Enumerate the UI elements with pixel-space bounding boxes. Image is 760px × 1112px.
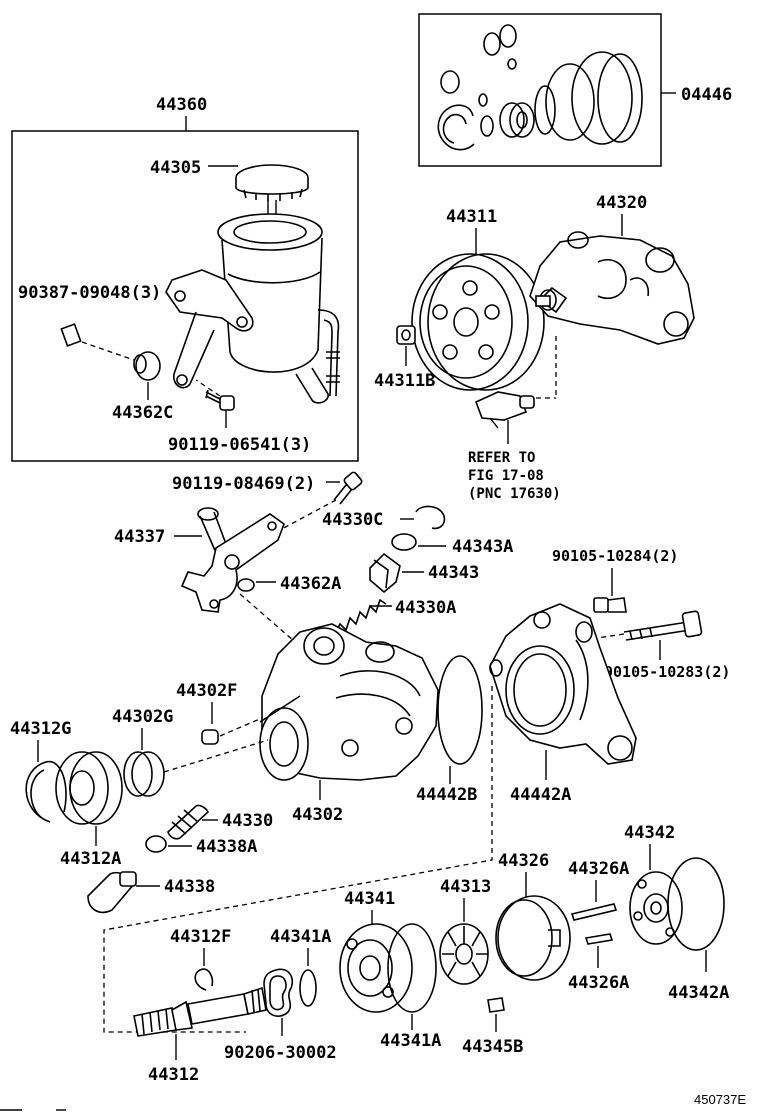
vane-44345b <box>487 997 505 1013</box>
label-44330a: 44330A <box>395 598 456 618</box>
label-44311b: 44311B <box>374 371 435 391</box>
stud-pin <box>60 323 82 347</box>
reservoir-cap <box>235 164 309 224</box>
label-44302g: 44302G <box>112 707 173 727</box>
label-44313: 44313 <box>440 877 491 897</box>
label-44341a-bottom: 44341A <box>380 1031 441 1051</box>
pulley-44311 <box>411 253 545 391</box>
o-ring-44343a <box>391 533 417 551</box>
snap-ring-44312g <box>25 761 67 823</box>
gasket-44341a <box>387 923 437 1013</box>
label-44360: 44360 <box>156 95 207 115</box>
label-44312a: 44312A <box>60 849 121 869</box>
reservoir-assembly-frame <box>11 130 359 462</box>
bracket-44337 <box>180 507 285 613</box>
label-44341a-top: 44341A <box>270 927 331 947</box>
label-44302f: 44302F <box>176 681 237 701</box>
pump-assembly-44320 <box>529 231 695 345</box>
o-ring-44362a <box>237 578 255 592</box>
label-44442a: 44442A <box>510 785 571 805</box>
label-04446: 04446 <box>681 85 732 105</box>
label-44345b: 44345B <box>462 1037 523 1057</box>
label-44362a: 44362A <box>280 574 341 594</box>
nut-44311b <box>396 325 416 345</box>
label-44326a-bottom: 44326A <box>568 973 629 993</box>
fitting-44338 <box>87 871 137 914</box>
gasket-44442b <box>437 655 483 765</box>
internal-parts-outline <box>103 686 493 1033</box>
o-ring-44338a <box>145 835 167 853</box>
seal-44302g <box>123 751 165 797</box>
label-90105-10284: 90105-10284(2) <box>552 547 678 565</box>
label-44442b: 44442B <box>416 785 477 805</box>
label-44343a: 44343A <box>452 537 513 557</box>
front-housing-44442a <box>489 603 637 765</box>
pressure-switch <box>474 391 535 429</box>
shaft-44312 <box>133 986 267 1037</box>
refer-note-line1: REFER TO <box>468 450 535 466</box>
label-44330: 44330 <box>222 811 273 831</box>
label-44362c: 44362C <box>112 403 173 423</box>
label-44320: 44320 <box>596 193 647 213</box>
bolt-90119-06541 <box>205 389 235 411</box>
label-44305: 44305 <box>150 158 201 178</box>
label-44338: 44338 <box>164 877 215 897</box>
label-44343: 44343 <box>428 563 479 583</box>
seal-kit-parts <box>437 24 643 151</box>
label-44326: 44326 <box>498 851 549 871</box>
label-44312: 44312 <box>148 1065 199 1085</box>
snap-ring-44312f <box>194 968 214 991</box>
label-90387-09048: 90387-09048(3) <box>18 283 161 303</box>
grommet-44362c <box>133 351 161 381</box>
gasket-44342a <box>667 857 725 951</box>
refer-note-line3: (PNC 17630) <box>468 486 561 502</box>
seal-kit-frame <box>418 13 662 167</box>
label-90119-08469: 90119-08469(2) <box>172 474 315 494</box>
label-44338a: 44338A <box>196 837 257 857</box>
label-44342: 44342 <box>624 823 675 843</box>
rotor-44313 <box>439 923 489 985</box>
figure-id: 450737E <box>694 1092 746 1107</box>
label-44341: 44341 <box>344 889 395 909</box>
label-90206-30002: 90206-30002 <box>224 1043 337 1063</box>
bearing-44312a <box>55 751 123 825</box>
pin-44326a-top <box>570 903 618 921</box>
bolt-90119-08469 <box>333 471 363 505</box>
label-44342a: 44342A <box>668 983 729 1003</box>
label-44312g: 44312G <box>10 719 71 739</box>
label-90119-06541: 90119-06541(3) <box>168 435 311 455</box>
label-44337: 44337 <box>114 527 165 547</box>
label-44302: 44302 <box>292 805 343 825</box>
pin-44326a-bottom <box>584 933 614 945</box>
side-plate-44341 <box>339 923 413 1013</box>
union-44343 <box>369 552 401 594</box>
bolt-90105-10284 <box>593 597 627 613</box>
reservoir-tank <box>217 213 340 404</box>
housing-44302 <box>259 623 439 781</box>
cam-ring-44326 <box>495 895 571 981</box>
plug-44302f <box>201 729 219 745</box>
label-44311: 44311 <box>446 207 497 227</box>
bolt-90105-10283 <box>623 610 703 641</box>
label-44326a-top: 44326A <box>568 859 629 879</box>
refer-note-line2: FIG 17-08 <box>468 468 544 484</box>
label-44312f: 44312F <box>170 927 231 947</box>
label-90105-10283: 90105-10283(2) <box>604 663 730 681</box>
seal-90206-30002 <box>263 968 294 1017</box>
reservoir-bracket <box>165 269 254 389</box>
valve-44330 <box>167 804 209 840</box>
label-44330c: 44330C <box>322 510 383 530</box>
snap-ring-44330c <box>415 505 446 530</box>
o-ring-44341a <box>299 969 317 1007</box>
